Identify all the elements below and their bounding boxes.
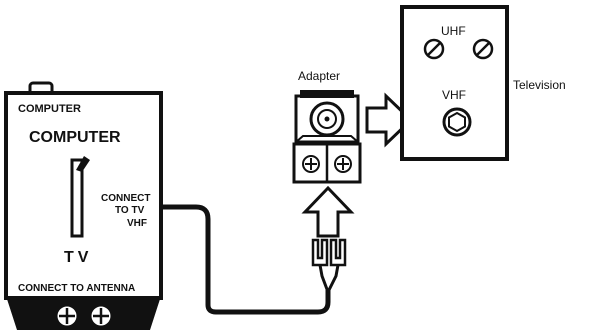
up-arrow-icon xyxy=(301,185,355,238)
terminal-screw-left-icon xyxy=(302,155,320,173)
connect-tv-line-2: TO TV xyxy=(115,205,145,216)
vhf-jack-icon[interactable] xyxy=(442,107,472,137)
spade-lug-right xyxy=(329,238,347,267)
television-panel: UHF VHF xyxy=(400,5,509,161)
uhf-terminal-right-icon[interactable] xyxy=(472,38,494,60)
switch-lever[interactable] xyxy=(76,156,90,172)
adapter-label: Adapter xyxy=(298,69,340,83)
uhf-terminal-left-icon[interactable] xyxy=(423,38,445,60)
right-arrow-icon xyxy=(365,92,414,148)
tv-label: TV xyxy=(64,249,92,266)
vhf-label: VHF xyxy=(442,88,466,102)
connect-antenna-label: CONNECT TO ANTENNA xyxy=(18,283,135,294)
terminal-screw-right-icon xyxy=(334,155,352,173)
connect-tv-line-1: CONNECT xyxy=(101,193,150,204)
television-label: Television xyxy=(513,78,566,92)
adapter xyxy=(292,90,362,184)
coax-connector-icon xyxy=(309,101,345,137)
connection-cable xyxy=(161,204,331,315)
base-screw-left-icon xyxy=(57,306,77,326)
switch-box: COMPUTER COMPUTER TV CONNECT TO TV VHF C… xyxy=(4,81,163,330)
switch-slot[interactable] xyxy=(70,158,84,238)
switch-box-title: COMPUTER xyxy=(29,129,121,146)
switch-box-base xyxy=(6,296,161,330)
base-screw-right-icon xyxy=(91,306,111,326)
uhf-label: UHF xyxy=(441,24,466,38)
spade-lug-left xyxy=(311,238,329,267)
twin-lead xyxy=(318,264,340,293)
connect-tv-line-3: VHF xyxy=(127,218,147,229)
switch-box-top-label: COMPUTER xyxy=(18,103,81,115)
